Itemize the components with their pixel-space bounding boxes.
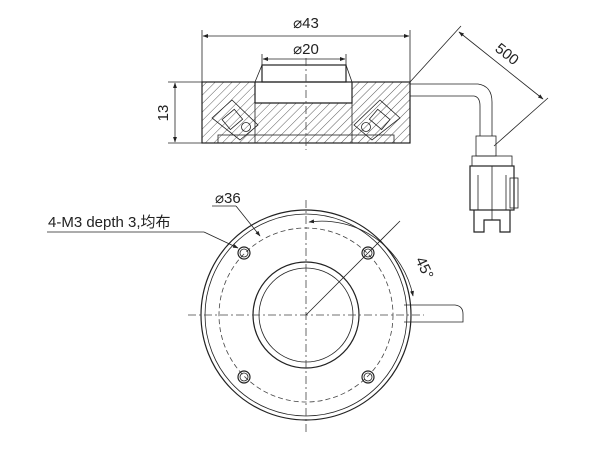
led-pocket-right (353, 99, 401, 141)
rim-edge-left (254, 64, 263, 83)
connector (469, 135, 519, 233)
dim-angle: 45° (412, 254, 437, 282)
note-leader (203, 231, 239, 249)
bolt-hole-br (361, 370, 375, 384)
thread-note: 4-M3 depth 3,均布 (48, 214, 171, 231)
inner-bore-step (254, 82, 353, 104)
cable-stub (404, 304, 464, 323)
ext-line-500-a (409, 25, 462, 83)
plan-view: 45° ⌀36 4-M3 depth 3,均布 (47, 190, 464, 432)
dim-bolt-circle: ⌀36 (215, 190, 241, 207)
dim-outer-diameter: ⌀43 (293, 15, 319, 32)
angle-ext-line (371, 220, 401, 250)
rim-edge-right (345, 64, 353, 83)
radial-45-line (305, 248, 373, 316)
dim-cable-length: 500 (492, 40, 522, 69)
led-pocket-left (211, 99, 259, 141)
bolt-hole-bl (237, 370, 251, 384)
dim-inner-diameter: ⌀20 (293, 41, 319, 58)
bolt-hole-tl (237, 246, 251, 260)
ext-line-500-b (493, 97, 549, 147)
top-lens-rim (261, 64, 347, 83)
dim-height: 13 (155, 105, 172, 122)
cable-inner-edge (410, 95, 481, 136)
leader-36 (235, 205, 261, 237)
side-section-view: ⌀43 ⌀20 13 500 (155, 15, 549, 233)
angle-arc (308, 219, 414, 297)
dim-line-500 (458, 31, 544, 100)
